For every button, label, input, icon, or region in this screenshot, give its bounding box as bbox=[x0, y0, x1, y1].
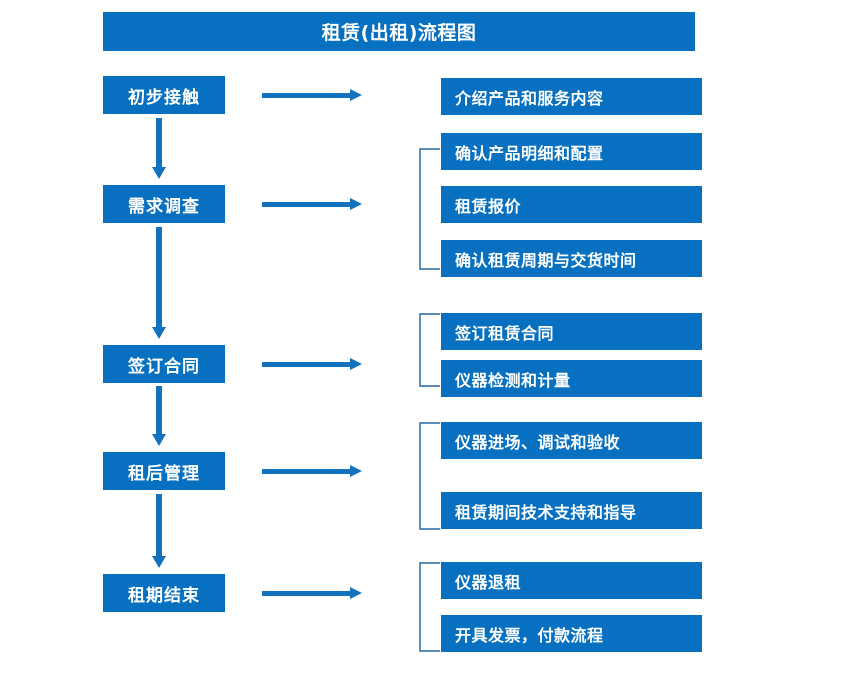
arrow-head-down-icon bbox=[152, 167, 166, 179]
horizontal-arrow-3 bbox=[262, 357, 362, 371]
group-bracket-3 bbox=[419, 422, 440, 530]
stage-box-1[interactable]: 初步接触 bbox=[103, 76, 225, 114]
arrow-head-down-icon bbox=[152, 327, 166, 339]
arrow-head-down-icon bbox=[152, 434, 166, 446]
arrow-head-right-icon bbox=[350, 358, 362, 370]
vertical-arrow-1 bbox=[152, 118, 166, 181]
detail-box-5[interactable]: 签订租赁合同 bbox=[441, 313, 702, 350]
stage-box-2[interactable]: 需求调查 bbox=[103, 185, 225, 223]
detail-box-4[interactable]: 确认租赁周期与交货时间 bbox=[441, 240, 702, 277]
arrow-shaft bbox=[262, 591, 352, 596]
arrow-shaft bbox=[262, 202, 352, 207]
group-bracket-2 bbox=[419, 313, 440, 387]
detail-box-8[interactable]: 租赁期间技术支持和指导 bbox=[441, 492, 702, 529]
arrow-shaft bbox=[156, 386, 162, 434]
horizontal-arrow-5 bbox=[262, 586, 362, 600]
stage-box-3[interactable]: 签订合同 bbox=[103, 345, 225, 383]
detail-box-10[interactable]: 开具发票，付款流程 bbox=[441, 615, 702, 652]
arrow-shaft bbox=[156, 494, 162, 556]
stage-box-4[interactable]: 租后管理 bbox=[103, 452, 225, 490]
arrow-head-right-icon bbox=[350, 465, 362, 477]
horizontal-arrow-2 bbox=[262, 197, 362, 211]
detail-box-2[interactable]: 确认产品明细和配置 bbox=[441, 133, 702, 170]
arrow-head-down-icon bbox=[152, 556, 166, 568]
vertical-arrow-3 bbox=[152, 386, 166, 448]
arrow-shaft bbox=[262, 362, 352, 367]
detail-box-3[interactable]: 租赁报价 bbox=[441, 186, 702, 223]
detail-box-6[interactable]: 仪器检测和计量 bbox=[441, 360, 702, 397]
detail-box-7[interactable]: 仪器进场、调试和验收 bbox=[441, 422, 702, 459]
arrow-head-right-icon bbox=[350, 89, 362, 101]
stage-box-5[interactable]: 租期结束 bbox=[103, 574, 225, 612]
group-bracket-4 bbox=[419, 562, 440, 652]
arrow-shaft bbox=[156, 227, 162, 327]
horizontal-arrow-1 bbox=[262, 88, 362, 102]
diagram-title: 租赁(出租)流程图 bbox=[103, 12, 695, 51]
group-bracket-1 bbox=[419, 148, 440, 270]
vertical-arrow-2 bbox=[152, 227, 166, 341]
detail-box-1[interactable]: 介绍产品和服务内容 bbox=[441, 78, 702, 115]
arrow-shaft bbox=[262, 469, 352, 474]
arrow-shaft bbox=[262, 93, 352, 98]
detail-box-9[interactable]: 仪器退租 bbox=[441, 562, 702, 599]
arrow-head-right-icon bbox=[350, 198, 362, 210]
arrow-head-right-icon bbox=[350, 587, 362, 599]
horizontal-arrow-4 bbox=[262, 464, 362, 478]
vertical-arrow-4 bbox=[152, 494, 166, 570]
arrow-shaft bbox=[156, 118, 162, 167]
